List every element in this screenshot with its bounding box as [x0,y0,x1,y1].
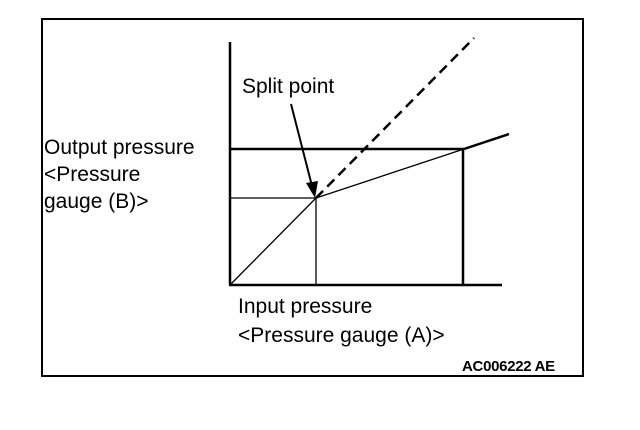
dashed-continuation [315,37,475,199]
output-gauge-label-2: gauge (B)> [44,190,149,213]
split-point-arrowhead [306,181,318,198]
split-point-label: Split point [242,75,335,98]
input-gauge-label: <Pressure gauge (A)> [238,324,445,347]
split-point-arrow [290,103,313,187]
figure-code: AC006222 AE [462,358,555,375]
beyond-max-segment [463,132,510,151]
linear-segment [229,197,317,286]
output-pressure-label: Output pressure [44,136,195,159]
output-gauge-label-1: <Pressure [44,163,141,186]
input-pressure-label: Input pressure [238,295,373,318]
diagram-frame [41,18,584,377]
reduced-slope-segment [315,148,465,199]
